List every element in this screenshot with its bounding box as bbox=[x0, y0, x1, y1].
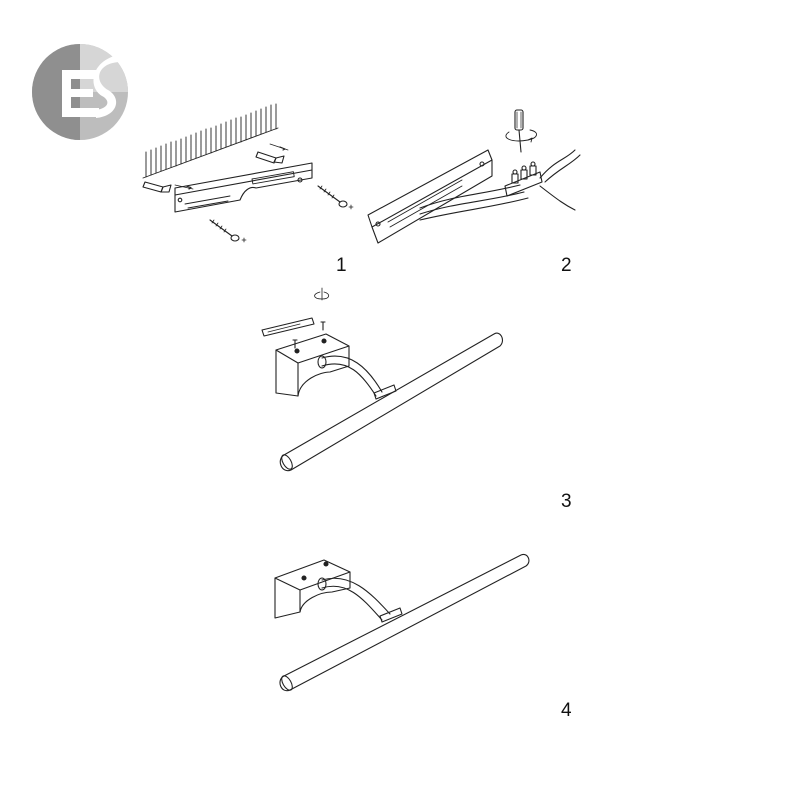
logo-letter-e bbox=[62, 70, 99, 117]
lamp-box-step-4 bbox=[274, 559, 351, 619]
cables bbox=[419, 149, 581, 221]
mount-plate bbox=[261, 317, 315, 337]
wall-plug-right bbox=[255, 143, 289, 164]
screw-right bbox=[317, 185, 354, 210]
logo-letter-s bbox=[93, 54, 126, 118]
step-1-illustration bbox=[142, 103, 354, 243]
step-1-number: 1 bbox=[336, 255, 347, 276]
step-2-number: 2 bbox=[561, 255, 572, 276]
lamp-box-step-3 bbox=[275, 333, 350, 397]
wall-plug-left bbox=[142, 181, 194, 193]
lamp-arm-step-3 bbox=[317, 355, 397, 400]
lamp-arm-step-4 bbox=[317, 577, 403, 623]
mounting-bracket bbox=[174, 162, 313, 213]
light-tube-step-4 bbox=[279, 553, 530, 692]
light-tube-step-3 bbox=[279, 332, 503, 472]
screw-lower bbox=[209, 219, 247, 243]
terminal-block bbox=[504, 161, 543, 197]
step-3-illustration bbox=[261, 287, 503, 472]
step-4-number: 4 bbox=[561, 700, 572, 721]
bracket-side-view bbox=[367, 149, 493, 244]
screwdriver bbox=[505, 109, 537, 153]
logo-top-right bbox=[80, 44, 128, 92]
brand-logo bbox=[32, 44, 128, 140]
wall-hatch bbox=[142, 103, 279, 179]
step-3-number: 3 bbox=[561, 491, 572, 512]
step-4-illustration bbox=[274, 553, 530, 692]
step-2-illustration bbox=[367, 109, 581, 244]
